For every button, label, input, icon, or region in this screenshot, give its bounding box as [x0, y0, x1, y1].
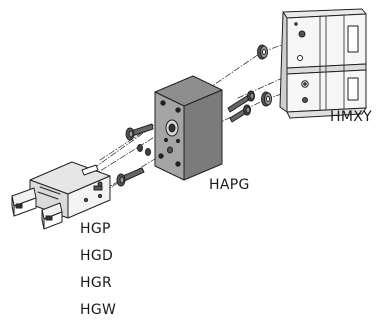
hmxy-slide-unit: [279, 8, 367, 119]
gripper-model-list: HGP HGD HGR HGW: [80, 222, 116, 330]
label-hgd: HGD: [80, 248, 114, 264]
label-hapg: HAPG: [209, 177, 250, 193]
centering-ring-upper: [257, 44, 268, 60]
label-hgw: HGW: [80, 302, 117, 318]
screw-lower-right: [229, 104, 251, 123]
gripper-jaw-upper: [11, 187, 37, 217]
screw-upper-right: [227, 90, 255, 113]
screw-lower-left: [116, 167, 145, 187]
washer-small-upper: [137, 144, 143, 152]
label-hmxy: HMXY: [330, 109, 372, 125]
label-hgp: HGP: [80, 221, 111, 237]
hapg-adapter-plate: [154, 75, 223, 181]
screw-upper-left: [125, 123, 154, 141]
washer-small-lower: [145, 148, 151, 156]
centering-ring-lower: [261, 91, 272, 107]
gripper-body: [29, 161, 111, 219]
gripper-jaw-lower: [41, 202, 63, 230]
label-hgr: HGR: [80, 275, 113, 291]
